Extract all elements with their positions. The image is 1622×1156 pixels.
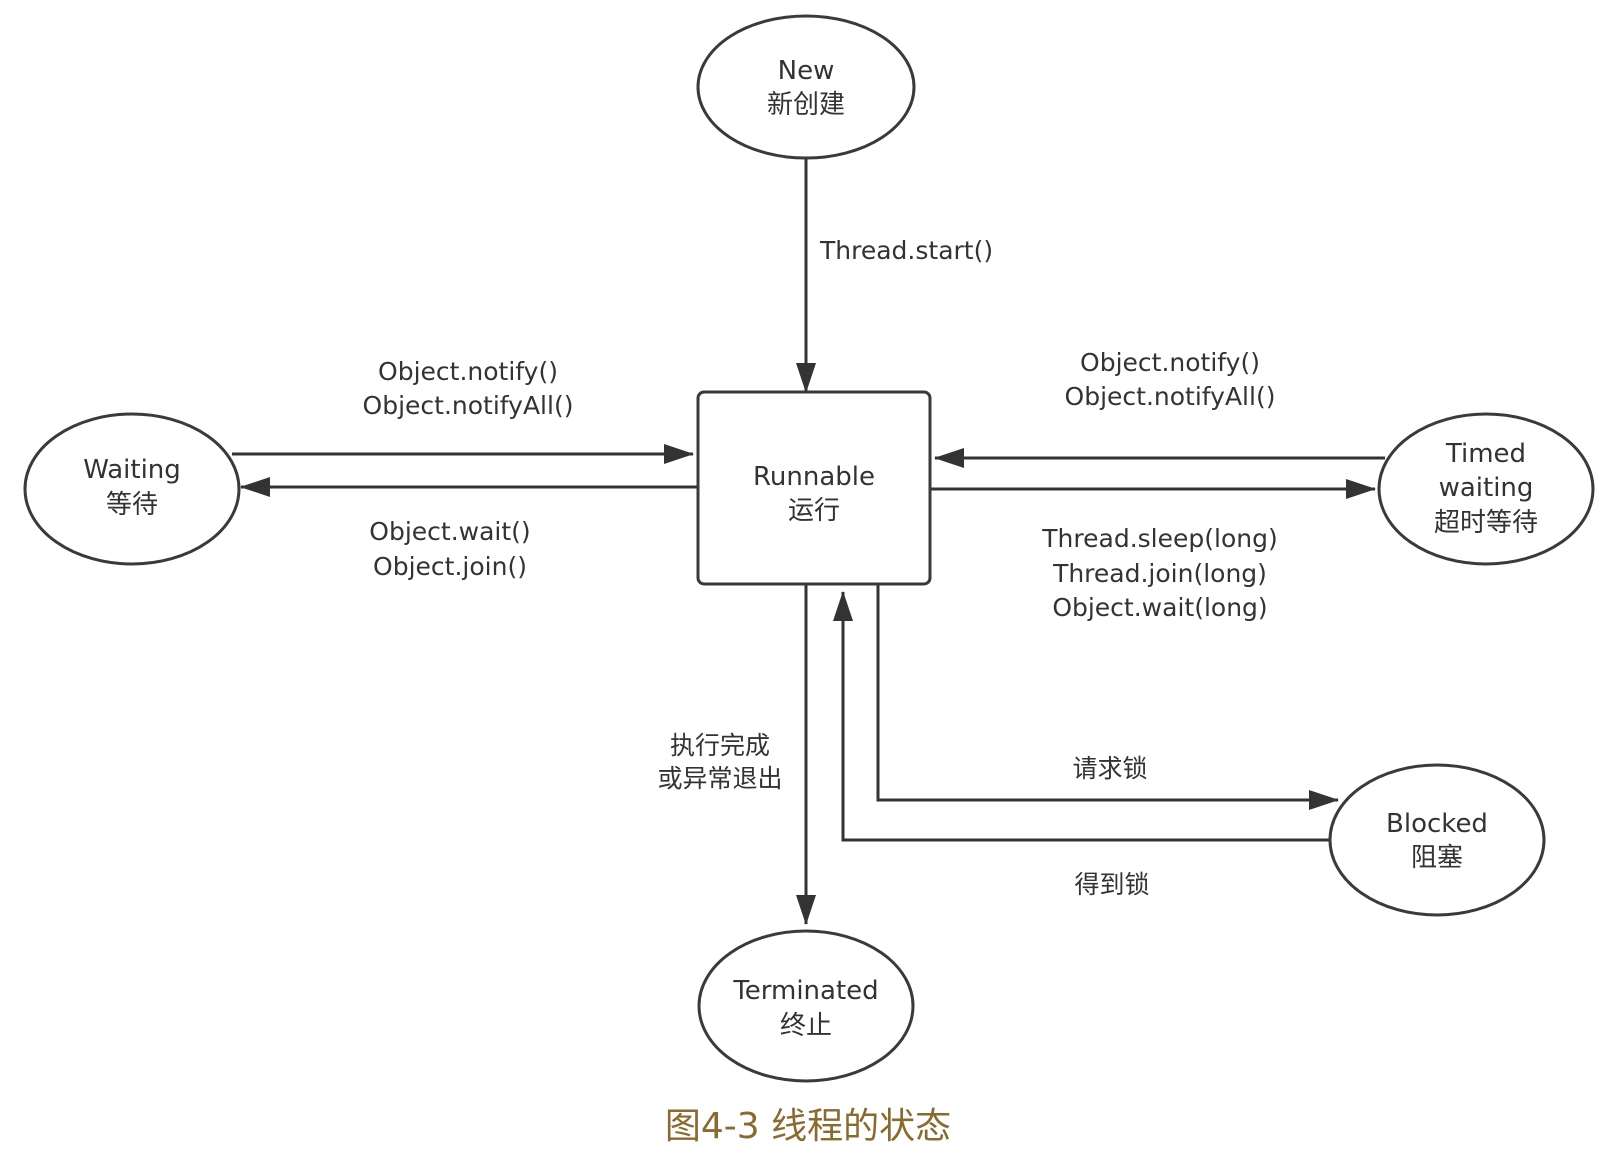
edge-acquire-lock-label: 得到锁 bbox=[1074, 870, 1149, 899]
edge-runnable-to-timed-label2: Thread.join(long) bbox=[1052, 559, 1267, 588]
node-terminated-sublabel: 终止 bbox=[780, 1011, 832, 1041]
node-waiting-label: Waiting bbox=[83, 455, 181, 485]
edge-request-lock-label: 请求锁 bbox=[1072, 754, 1147, 783]
node-timed-waiting: Timed waiting 超时等待 bbox=[1377, 412, 1595, 566]
edge-runnable-to-timed-label1: Thread.sleep(long) bbox=[1041, 524, 1277, 553]
edge-runnable-to-waiting-label2: Object.join() bbox=[373, 552, 527, 581]
node-blocked-label: Blocked bbox=[1386, 809, 1488, 839]
edge-start-label: Thread.start() bbox=[819, 236, 993, 265]
node-waiting: Waiting 等待 bbox=[23, 412, 241, 566]
node-terminated-label: Terminated bbox=[732, 976, 878, 1006]
node-timed-waiting-label2: waiting bbox=[1439, 473, 1534, 503]
node-timed-waiting-sublabel: 超时等待 bbox=[1434, 508, 1538, 538]
node-blocked: Blocked 阻塞 bbox=[1328, 763, 1546, 917]
edge-runnable-to-timed-label3: Object.wait(long) bbox=[1052, 593, 1267, 622]
node-runnable: Runnable 运行 bbox=[696, 390, 932, 586]
edge-timed-to-runnable-label1: Object.notify() bbox=[1080, 348, 1260, 377]
node-timed-waiting-label1: Timed bbox=[1445, 439, 1526, 469]
figure-caption: 图4-3 线程的状态 bbox=[665, 1106, 951, 1147]
node-terminated: Terminated 终止 bbox=[697, 929, 915, 1083]
edge-blocked-to-runnable bbox=[833, 591, 1332, 842]
node-new-label: New bbox=[778, 56, 835, 86]
edge-waiting-to-runnable-label2: Object.notifyAll() bbox=[363, 391, 574, 420]
node-runnable-label: Runnable bbox=[753, 462, 875, 492]
node-blocked-sublabel: 阻塞 bbox=[1411, 843, 1463, 873]
edge-waiting-to-runnable-label1: Object.notify() bbox=[378, 357, 558, 386]
node-waiting-sublabel: 等待 bbox=[106, 490, 158, 520]
edge-runnable-to-terminated-label2: 或异常退出 bbox=[657, 764, 782, 793]
edge-runnable-to-terminated-label1: 执行完成 bbox=[670, 731, 770, 760]
node-runnable-sublabel: 运行 bbox=[788, 496, 840, 526]
node-new: New 新创建 bbox=[696, 14, 916, 160]
edge-timed-to-runnable-label2: Object.notifyAll() bbox=[1065, 382, 1276, 411]
node-new-sublabel: 新创建 bbox=[767, 90, 845, 120]
edge-runnable-to-waiting-label1: Object.wait() bbox=[369, 517, 530, 546]
edge-runnable-to-blocked bbox=[876, 584, 1339, 810]
